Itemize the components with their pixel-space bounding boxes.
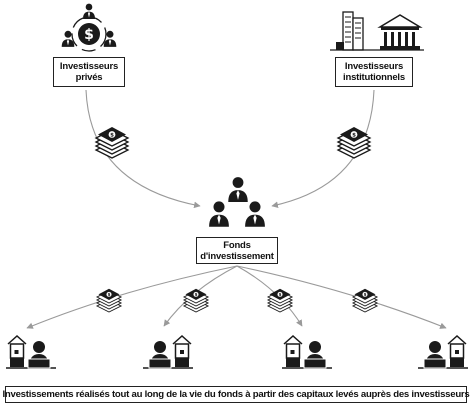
- money-stack-icon-right: [337, 126, 371, 159]
- money-stack-icon-1: [96, 288, 122, 313]
- arrows-to-fund: [85, 89, 375, 209]
- arrow-fund-to-company-4: [236, 265, 447, 329]
- caption: Investissements réalisés tout au long de…: [2, 386, 470, 403]
- money-stack-icon-3: [267, 288, 293, 313]
- svg-text:$: $: [84, 27, 94, 43]
- company-icon-4: [418, 335, 468, 369]
- company-icon-3: [282, 335, 332, 369]
- institutional-investors-label: Investisseurs institutionnels: [335, 57, 413, 87]
- money-stack-icon-4: [352, 288, 378, 313]
- investment-fund-label: Fonds d'investissement: [196, 237, 278, 264]
- arrow-private-to-fund: [85, 89, 201, 209]
- private-investors-label: Investisseurs privés: [53, 57, 125, 87]
- company-icon-2: [143, 335, 193, 369]
- people-group-icon: [209, 177, 265, 227]
- buildings-bank-icon: [330, 11, 424, 51]
- arrow-institutional-to-fund: [271, 89, 375, 208]
- company-icon-1: [6, 335, 56, 369]
- money-stack-icon-2: [183, 288, 209, 313]
- investor-group-dollar-icon: $: [61, 3, 117, 52]
- arrows-to-companies: [26, 265, 447, 329]
- arrow-fund-to-company-1: [26, 265, 238, 329]
- money-stack-icon-left: [95, 126, 129, 159]
